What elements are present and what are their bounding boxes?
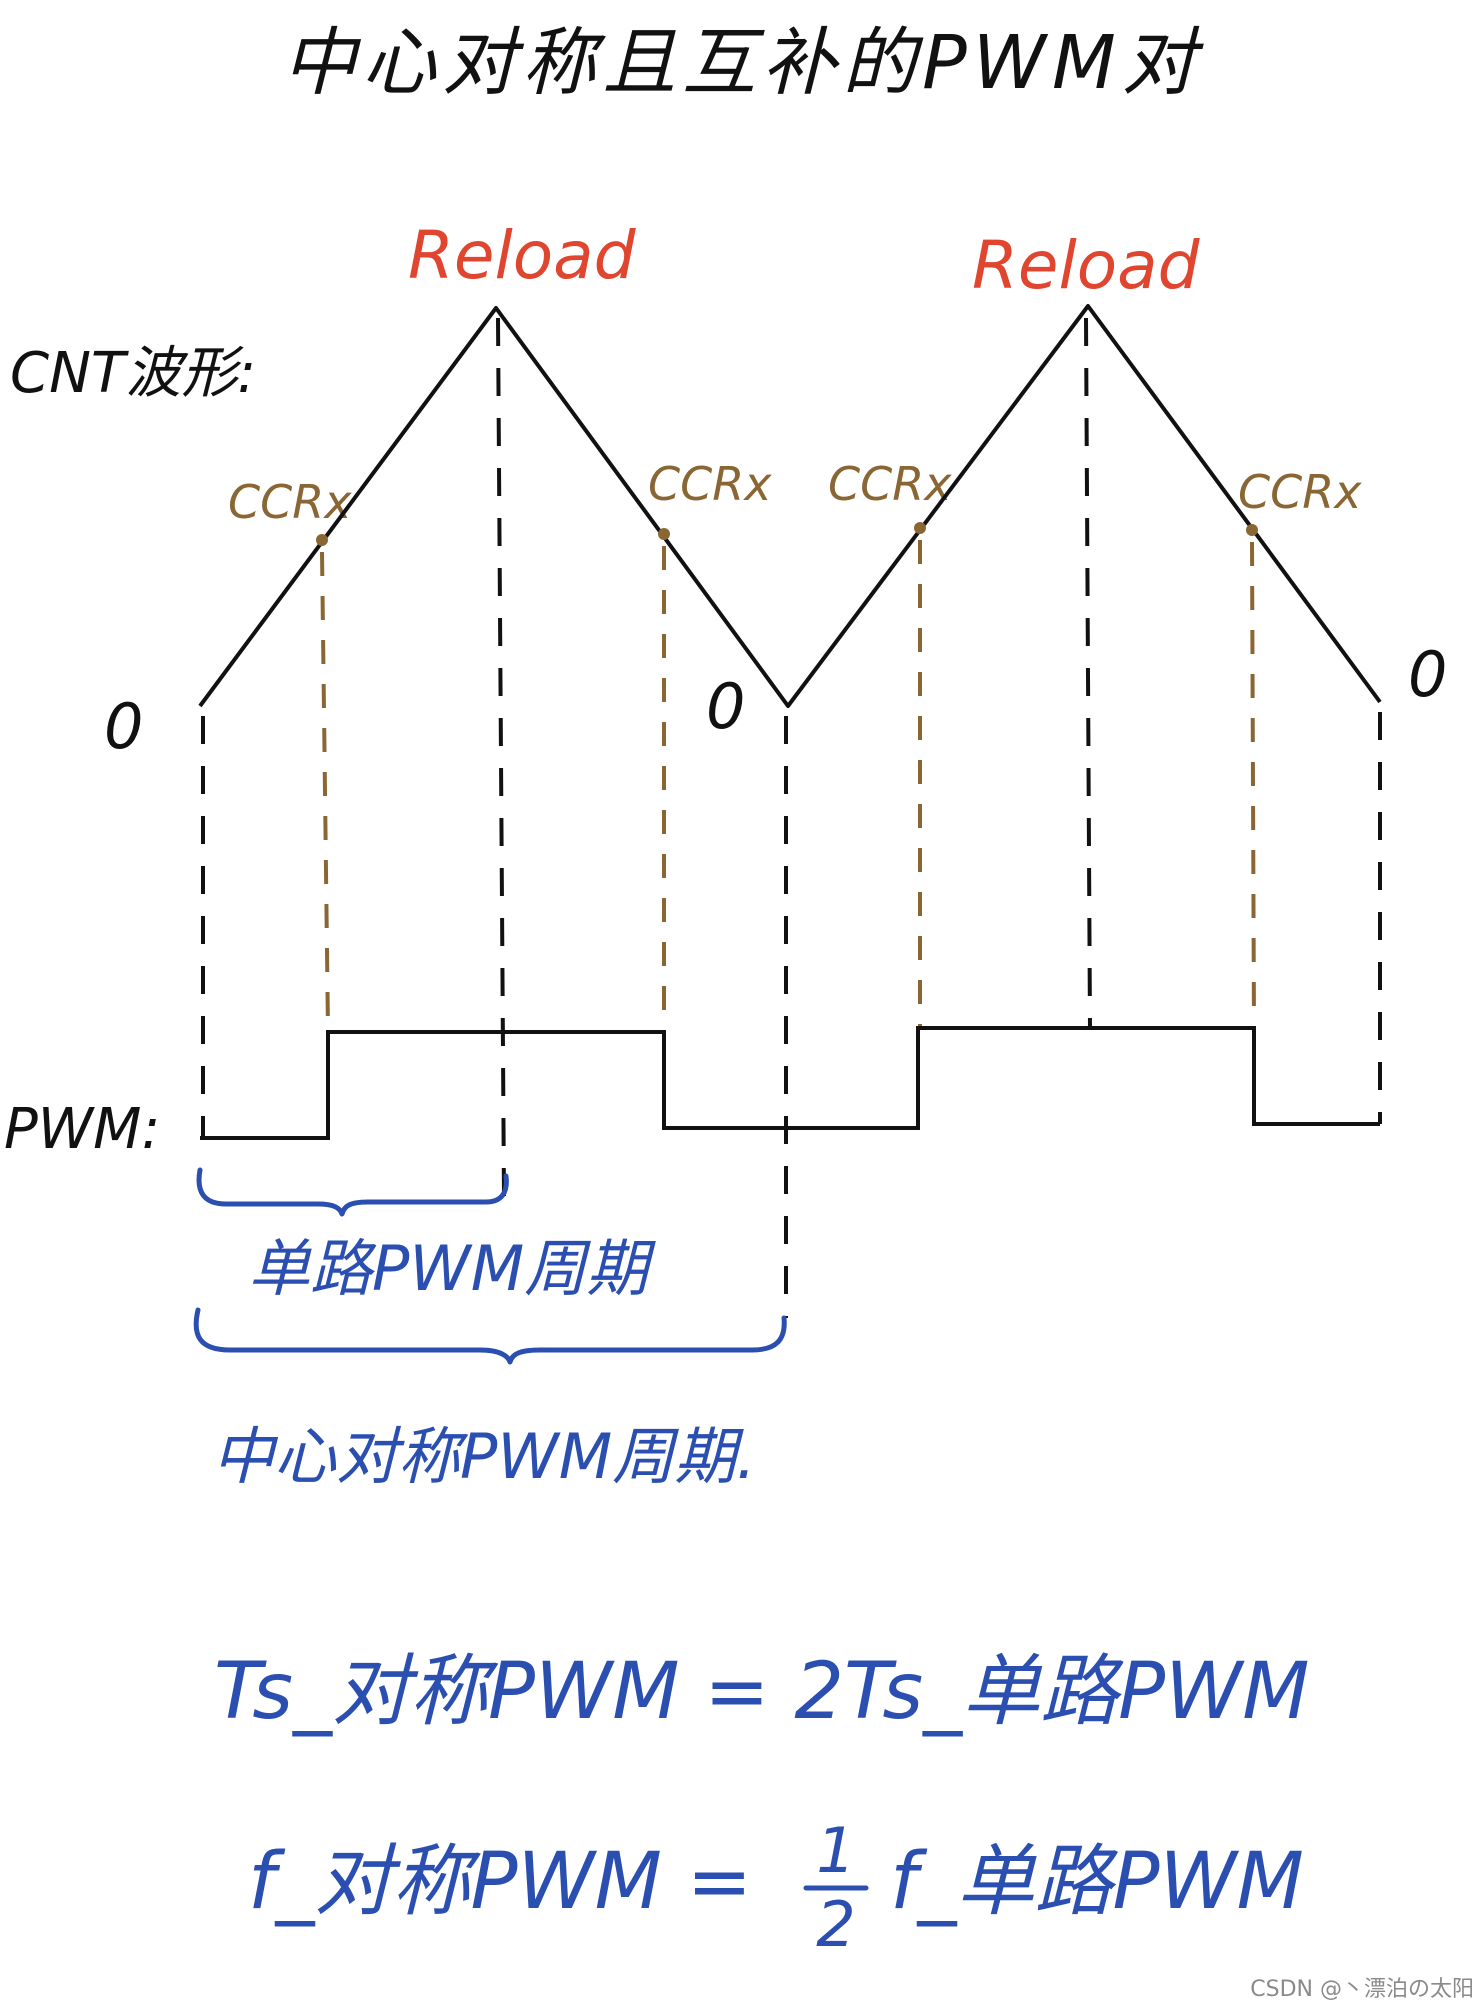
frequency-fraction-numerator: 1: [816, 1814, 855, 1887]
ccr-crossing-dot-1: [316, 534, 328, 546]
period-formula: Ts_对称PWM = 2Ts_单路PWM: [214, 1647, 1310, 1737]
cnt-waveform-label: CNT波形:: [10, 341, 256, 406]
frequency-formula-left: f_对称PWM =: [248, 1837, 752, 1927]
pwm-square-waveform: [200, 1026, 1380, 1140]
zero-label-3: 0: [1408, 638, 1447, 711]
dashed-guide-reload-2: [1084, 317, 1092, 1031]
zero-label-2: 0: [706, 670, 745, 743]
ccr-label-1: CCRx: [228, 475, 352, 529]
frequency-formula-right: f_单路PWM: [890, 1837, 1304, 1927]
frequency-fraction-denominator: 2: [816, 1888, 855, 1961]
ccr-label-2: CCRx: [648, 457, 772, 511]
reload-label-2: Reload: [972, 227, 1201, 304]
ccr-dashed-guide-1: [320, 551, 330, 1031]
csdn-watermark: CSDN @丶漂泊の太阳: [1250, 1977, 1474, 2002]
ccr-crossing-dot-4: [1246, 524, 1258, 536]
ccr-label-3: CCRx: [828, 457, 952, 511]
ccr-crossing-dot-2: [658, 528, 670, 540]
ccr-crossing-dot-3: [914, 522, 926, 534]
ccr-label-4: CCRx: [1238, 465, 1362, 519]
dashed-guide-reload-1: [496, 317, 506, 1199]
cnt-triangle-waveform: [198, 304, 1382, 708]
pwm-waveform-label: PWM:: [4, 1097, 160, 1162]
single-period-brace: [196, 1167, 509, 1217]
reload-label-1: Reload: [408, 217, 637, 294]
center-period-brace: [193, 1307, 787, 1365]
ccr-dashed-guide-4: [1250, 541, 1256, 1031]
center-period-label: 中心对称PWM周期.: [212, 1420, 756, 1493]
zero-label-1: 0: [104, 690, 143, 763]
single-period-label: 单路PWM周期: [248, 1232, 656, 1305]
diagram-title: 中心对称且互补的PWM对: [282, 20, 1205, 106]
